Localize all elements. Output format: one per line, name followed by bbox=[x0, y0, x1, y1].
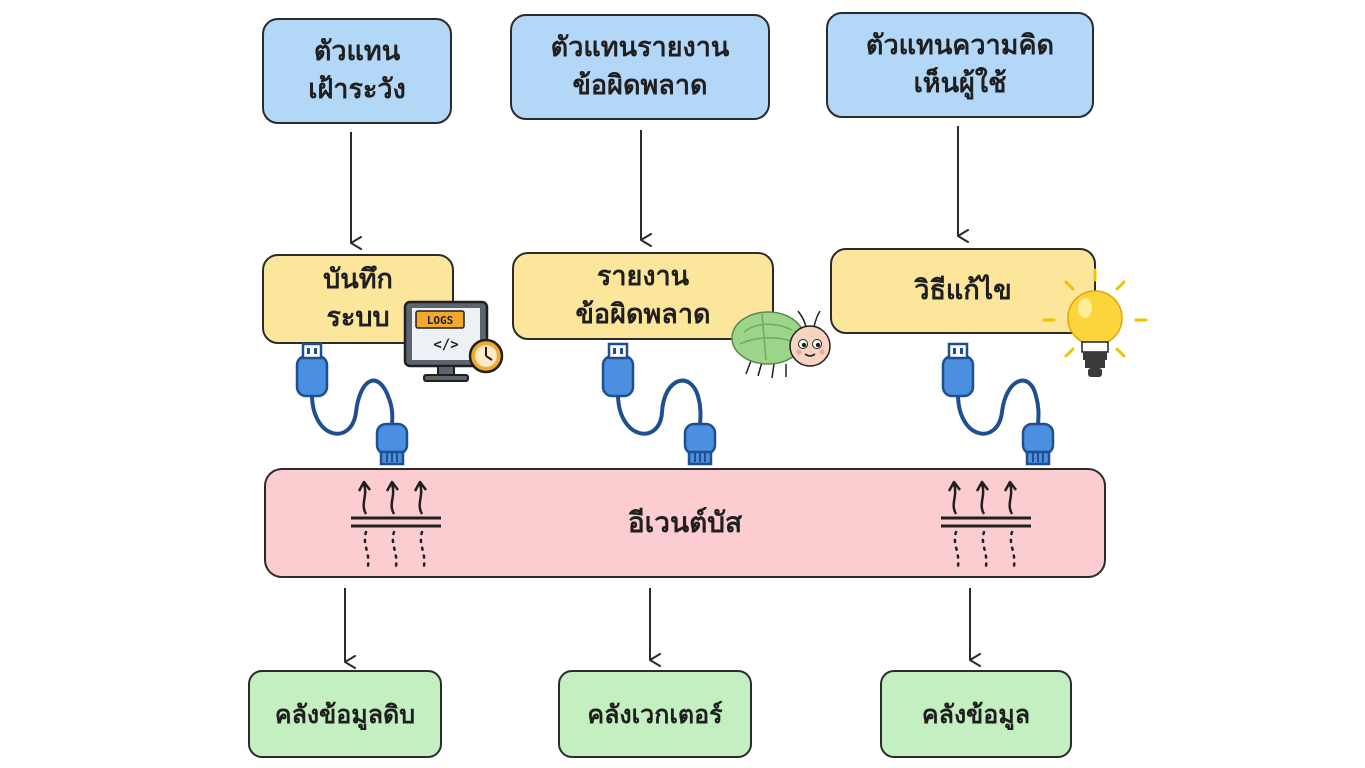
usb-cable-icon bbox=[941, 342, 1055, 466]
store-raw-data-box: คลังข้อมูลดิบ bbox=[248, 670, 442, 758]
topic-error-report-box: รายงาน ข้อผิดพลาด bbox=[512, 252, 774, 340]
usb-cable-icon bbox=[601, 342, 717, 466]
lightbulb-icon bbox=[1042, 268, 1148, 377]
agent-user-feedback-box: ตัวแทนความคิด เห็นผู้ใช้ bbox=[826, 12, 1094, 118]
bus-flow-icon bbox=[349, 480, 443, 568]
logs-monitor-icon: LOGS </> bbox=[403, 300, 504, 382]
event-bus-box: อีเวนต์บัส bbox=[264, 468, 1106, 578]
bus-flow-icon bbox=[939, 480, 1033, 568]
store-data-box: คลังข้อมูล bbox=[880, 670, 1072, 758]
agent-error-report-box: ตัวแทนรายงาน ข้อผิดพลาด bbox=[510, 14, 770, 120]
agent-monitor-box: ตัวแทน เฝ้าระวัง bbox=[262, 18, 452, 124]
store-vector-box: คลังเวกเตอร์ bbox=[558, 670, 752, 758]
usb-cable-icon bbox=[295, 342, 409, 466]
bug-icon bbox=[731, 310, 831, 379]
svg-text:</>: </> bbox=[433, 337, 458, 353]
svg-text:LOGS: LOGS bbox=[427, 314, 454, 327]
topic-system-log-box: บันทึก ระบบ bbox=[262, 254, 454, 344]
